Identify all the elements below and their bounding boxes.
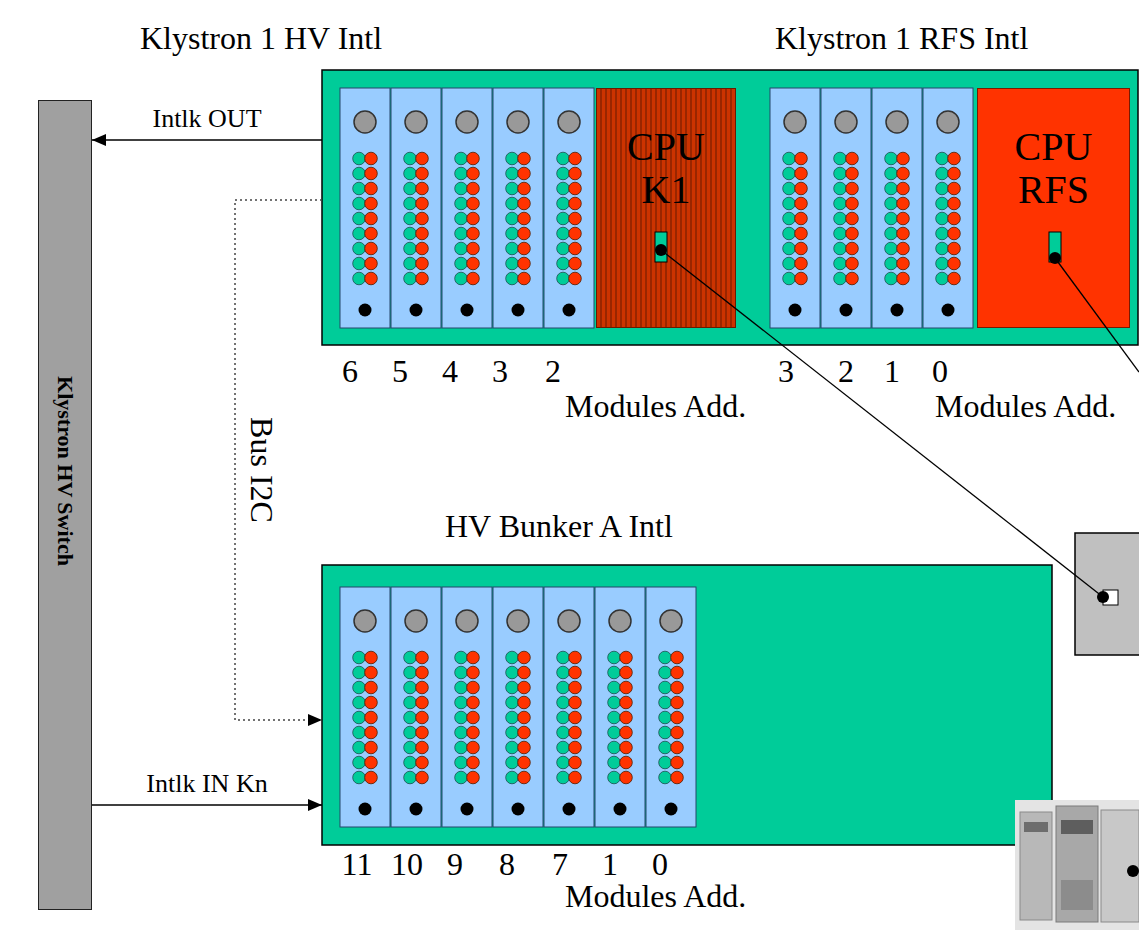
connector: [235, 200, 322, 720]
io-module: [340, 88, 390, 328]
cpu-module: CPU K1: [596, 88, 736, 328]
interlock-crate: Klystron 1 HV IntlCPU K1: [322, 70, 752, 345]
io-module: [493, 587, 543, 827]
module-address: 8: [499, 848, 515, 880]
cpu-label: CPU K1: [616, 125, 716, 211]
connector: [92, 804, 322, 806]
signal-name: Bus I2C: [246, 415, 278, 525]
leader-line: [661, 250, 1103, 597]
cpu-port: [1049, 232, 1061, 262]
module-address: 9: [447, 848, 463, 880]
remote-port: [1103, 590, 1118, 605]
plc-unit: [1020, 812, 1052, 920]
module-address: 3: [778, 355, 794, 387]
signal-name: Intlk IN Kn: [144, 771, 269, 797]
leader-line: [1055, 258, 1139, 372]
module-address: 10: [391, 848, 423, 880]
io-module: [442, 587, 492, 827]
cpu-label: CPU RFS: [998, 125, 1110, 211]
io-module: [821, 88, 871, 328]
module-address: 2: [838, 355, 854, 387]
module-address: 2: [545, 355, 561, 387]
remote-box: [1075, 533, 1139, 655]
plc-detail: [1061, 880, 1093, 910]
switch-label: Klystron HV Switch: [53, 376, 77, 566]
module-address: 11: [342, 848, 373, 880]
interlock-crate: Klystron 1 RFS IntlCPU RFS: [752, 70, 1138, 345]
io-module: [770, 88, 820, 328]
io-module: [391, 587, 441, 827]
crate-title: HV Bunker A Intl: [445, 508, 673, 545]
io-module: [595, 587, 645, 827]
interlock-crate: HV Bunker A Intl: [322, 565, 1052, 845]
module-address: 1: [602, 848, 618, 880]
crate-panel: [322, 565, 1052, 845]
leader-dot: [1097, 591, 1109, 603]
io-module: [391, 88, 441, 328]
plc-port: [1127, 865, 1139, 877]
plc-unit: [1056, 806, 1098, 922]
io-module: [544, 88, 594, 328]
io-module: [872, 88, 922, 328]
cpu-port: [655, 232, 667, 262]
module-address: 0: [932, 355, 948, 387]
module-address: 7: [552, 848, 568, 880]
crate-title: Klystron 1 RFS Intl: [775, 20, 1028, 57]
plc-detail: [1061, 820, 1093, 834]
module-address: 3: [492, 355, 508, 387]
io-module: [493, 88, 543, 328]
io-module: [646, 587, 696, 827]
module-address: 0: [652, 848, 668, 880]
io-module: [442, 88, 492, 328]
plc-detail: [1024, 822, 1048, 832]
axis-caption: Modules Add.: [935, 390, 1116, 422]
signal-name: Intlk OUT: [150, 106, 263, 132]
leader-dot: [1049, 252, 1061, 264]
plc-photo: [1015, 800, 1139, 930]
connector: [92, 139, 322, 141]
module-address: 5: [392, 355, 408, 387]
crate-panel: [322, 70, 1138, 345]
leader-dot: [655, 244, 667, 256]
axis-caption: Modules Add.: [565, 880, 746, 912]
io-module: [923, 88, 973, 328]
axis-caption: Modules Add.: [565, 390, 746, 422]
io-module: [544, 587, 594, 827]
crate-title: Klystron 1 HV Intl: [140, 20, 382, 57]
module-address: 1: [884, 355, 900, 387]
cpu-module: CPU RFS: [977, 88, 1130, 328]
switch-bar: Klystron HV Switch: [38, 100, 92, 910]
module-address: 6: [342, 355, 358, 387]
plc-unit: [1101, 810, 1139, 922]
io-module: [340, 587, 390, 827]
module-address: 4: [442, 355, 458, 387]
